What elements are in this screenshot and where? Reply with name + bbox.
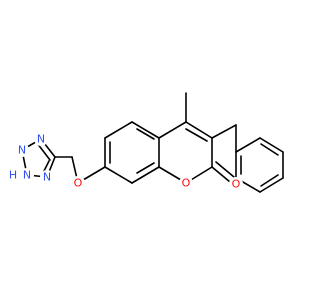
tetrazole-n-top-label: N [37, 133, 45, 146]
carbonyl-oxygen-label: O [232, 178, 241, 191]
bond [185, 128, 208, 142]
ether-oxygen-label: O [74, 177, 83, 190]
bond [136, 128, 155, 140]
carbonyl-oxygen-atom: O [229, 177, 243, 191]
tetrazole-nh-hydrogen-label: H [9, 169, 17, 182]
bond [211, 166, 231, 183]
tetrazole-nh-label: N [23, 169, 31, 182]
bond [104, 166, 133, 184]
structure-diagram: O O O N N N H [6, 92, 284, 193]
tetrazole-n-top-atom: N [34, 132, 48, 146]
bond [136, 162, 155, 174]
bond [260, 174, 279, 187]
bond [259, 177, 284, 193]
ring-oxygen-label: O [182, 177, 191, 190]
tetrazole-n-bottom-right-atom: N [40, 170, 54, 184]
bond [259, 137, 284, 153]
tetrazole-n-left-atom: N [15, 143, 29, 157]
bond [260, 143, 279, 156]
tetrazole-nh-atom: N H [6, 168, 34, 182]
bond [235, 137, 261, 153]
bond [158, 121, 187, 139]
ether-oxygen-atom: O [71, 176, 85, 190]
atom-labels: O O O N N N H [6, 132, 243, 191]
bond [211, 124, 237, 139]
molecule-canvas: O O O N N N H [6, 92, 284, 193]
bond [131, 121, 160, 139]
ring-oxygen-atom: O [179, 176, 193, 190]
bond [131, 166, 160, 184]
bonds [21, 92, 284, 193]
bond [215, 161, 235, 178]
bond [104, 121, 133, 139]
bond [36, 142, 51, 161]
bond [185, 121, 213, 139]
tetrazole-n-left-label: N [18, 144, 26, 157]
tetrazole-n-bottom-right-label: N [43, 171, 51, 184]
